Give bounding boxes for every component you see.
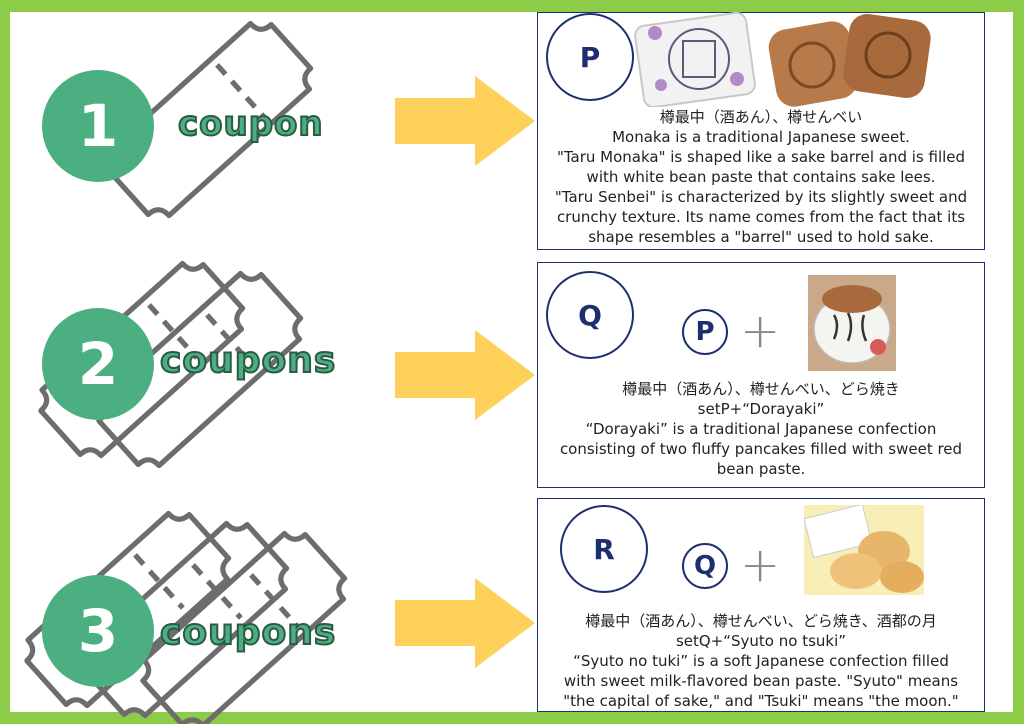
included-set-badge-p: P — [682, 309, 728, 355]
coupon-count-circle-1: 1 — [42, 70, 154, 182]
desc-line: crunchy texture. Its name comes from the… — [556, 208, 966, 226]
coupon-label-3: coupons — [159, 611, 337, 654]
set-card-q: Q P + 樽最中（酒あん）、樽せんべい、どら焼き setP+“Dorayaki… — [537, 262, 985, 488]
coupon-count-2: 2 — [77, 330, 119, 398]
coupon-count-1: 1 — [77, 92, 119, 160]
arrow-right-icon-2 — [395, 330, 535, 420]
arrow-right-icon-3 — [395, 578, 535, 668]
desc-line: “Dorayaki” is a traditional Japanese con… — [585, 420, 937, 438]
dorayaki-photo — [808, 275, 896, 371]
desc-line: setP+“Dorayaki” — [697, 400, 825, 418]
desc-line: with sweet milk-flavored bean paste. "Sy… — [563, 672, 959, 690]
plus-icon: + — [740, 303, 781, 359]
desc-line: consisting of two fluffy pancakes filled… — [559, 440, 963, 458]
coupon-count-circle-2: 2 — [42, 308, 154, 420]
syuto-no-tsuki-photo — [804, 505, 924, 595]
set-badge-q: Q — [546, 271, 634, 359]
desc-line: "Taru Senbei" is characterized by its sl… — [554, 188, 968, 206]
desc-line: "the capital of sake," and "Tsuki" means… — [563, 692, 959, 710]
coupon-count-3: 3 — [77, 597, 119, 665]
desc-line: shape resembles a "barrel" used to hold … — [588, 228, 934, 246]
coupon-label-2: coupons — [159, 339, 337, 382]
arrow-right-icon-1 — [395, 76, 535, 166]
desc-line: 樽最中（酒あん）、樽せんべい、どら焼き、酒都の月 — [585, 612, 937, 630]
set-card-r: R Q + 樽最中（酒あん）、樽せんべい、どら焼き、酒都の月 setQ+“Syu… — [537, 498, 985, 712]
included-set-badge-q: Q — [682, 543, 728, 589]
set-description-q: 樽最中（酒あん）、樽せんべい、どら焼き setP+“Dorayaki” “Dor… — [542, 379, 980, 479]
desc-line: 樽最中（酒あん）、樽せんべい、どら焼き — [622, 380, 900, 398]
desc-line: 樽最中（酒あん）、樽せんべい — [659, 108, 863, 126]
desc-line: setQ+“Syuto no tsuki” — [675, 632, 847, 650]
coupon-count-circle-3: 3 — [42, 575, 154, 687]
set-card-p: P 樽最中（酒あん）、樽せんべい Monaka is a traditional… — [537, 11, 985, 250]
set-badge-r: R — [560, 505, 648, 593]
taru-senbei-photo — [768, 14, 931, 107]
desc-line: bean paste. — [716, 460, 806, 478]
desc-line: with white bean paste that contains sake… — [586, 168, 936, 186]
set-description-r: 樽最中（酒あん）、樽せんべい、どら焼き、酒都の月 setQ+“Syuto no … — [542, 611, 980, 711]
set-badge-p: P — [546, 13, 634, 101]
desc-line: “Syuto no tuki” is a soft Japanese confe… — [573, 652, 949, 670]
coupon-label-1: coupon — [177, 103, 324, 145]
plus-icon: + — [740, 537, 781, 593]
taru-monaka-photo — [634, 11, 756, 107]
set-description-p: 樽最中（酒あん）、樽せんべい Monaka is a traditional J… — [542, 107, 980, 247]
desc-line: Monaka is a traditional Japanese sweet. — [612, 128, 910, 146]
desc-line: "Taru Monaka" is shaped like a sake barr… — [556, 148, 966, 166]
